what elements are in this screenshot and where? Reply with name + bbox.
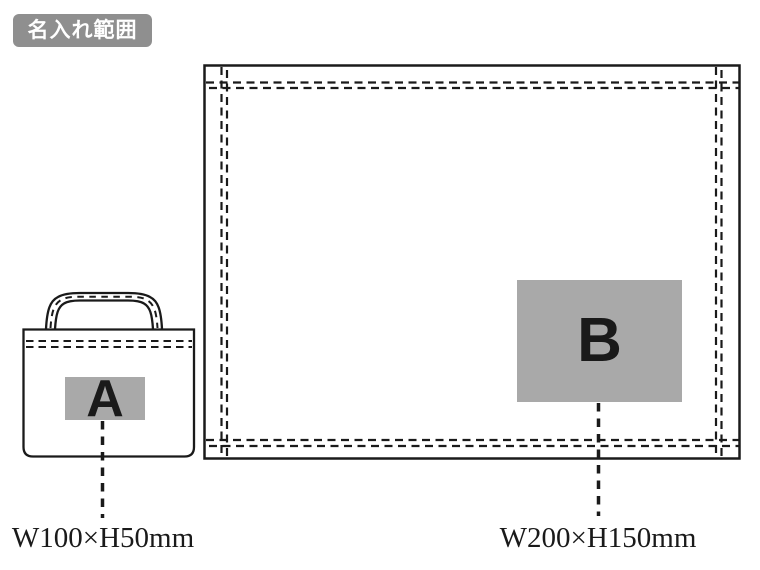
area-a-dimension-label: W100×H50mm: [11, 522, 195, 554]
print-area-b-letter: B: [577, 306, 622, 375]
area-b-dimension-label: W200×H150mm: [499, 522, 697, 554]
title-badge: 名入れ範囲: [13, 14, 152, 47]
title-badge-label: 名入れ範囲: [27, 19, 138, 42]
print-area-a-letter: A: [86, 369, 124, 428]
bag-handle-stitch-line: [49, 295, 159, 329]
flat-right-stitch-line: [714, 67, 723, 457]
bag-handle-outer-outline: [44, 291, 164, 330]
flat-top-stitch-line: [206, 81, 739, 90]
bag-handle-inner-outline: [53, 299, 155, 330]
flat-left-stitch-line: [220, 67, 229, 457]
flat-bottom-stitch-line: [206, 438, 739, 448]
print-area-a: A: [65, 373, 145, 425]
bag-hem-stitch-line: [26, 340, 192, 348]
print-area-b: B: [517, 280, 682, 402]
